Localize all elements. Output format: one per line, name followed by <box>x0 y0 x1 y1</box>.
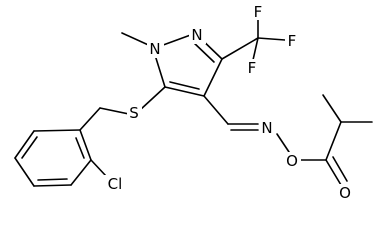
atom-f-bottom-label: F <box>248 59 257 77</box>
bond-ar4-ar5 <box>14 157 35 187</box>
atom-n2-label: N <box>191 26 202 44</box>
atom-o-ester-label: O <box>286 152 298 170</box>
bond-c4-ch <box>203 95 229 125</box>
atom-labels: N N F F F S Cl N <box>104 3 354 202</box>
bond-ar1-ar2 <box>79 129 92 161</box>
atom-f-bottom: F <box>245 59 259 77</box>
atom-o-ester: O <box>284 152 301 170</box>
bond-ar6-ar1 <box>33 129 81 132</box>
bond-ch2-aryl <box>79 107 101 131</box>
atom-f-top: F <box>251 3 265 21</box>
atom-o-carbonyl: O <box>337 184 354 202</box>
atom-f-right: F <box>285 32 299 50</box>
atom-n-oxime: N <box>259 119 275 137</box>
atom-s: S <box>127 104 142 122</box>
bond-n2-c3-double <box>191 40 215 63</box>
atom-cl-label: Cl <box>108 175 123 193</box>
bond-n-o <box>276 133 290 153</box>
bond-c4-c5 <box>164 86 205 97</box>
atom-f-top-label: F <box>254 3 263 21</box>
bond-carbonyl-c-o <box>325 159 342 186</box>
atom-n-oxime-label: N <box>261 119 272 137</box>
atom-n1-label: N <box>149 40 160 58</box>
bonds <box>14 16 373 187</box>
bond-ar3-ar4 <box>33 184 72 187</box>
bond-carbonyl-c-ch <box>325 121 342 161</box>
bond-c4-c5-double <box>169 81 200 90</box>
atom-o-carbonyl-label: O <box>339 184 351 202</box>
bond-c3-cf3 <box>221 37 259 60</box>
bond-c5-n1 <box>154 54 166 88</box>
bond-carbonyl-c-o-double <box>332 156 348 182</box>
atom-s-label: S <box>129 104 139 122</box>
bond-ar5-ar6 <box>14 130 35 159</box>
bond-c5-s <box>139 86 166 111</box>
atom-cl: Cl <box>104 175 126 193</box>
atom-f-right-label: F <box>288 32 297 50</box>
bond-s-ch2 <box>99 107 130 115</box>
atom-n1: N <box>147 40 164 58</box>
bond-cf3-f-right <box>257 37 286 41</box>
bond-ch-methyl-a <box>322 94 342 123</box>
bond-ar2-ar3 <box>70 159 92 186</box>
bond-c3-c4 <box>203 58 223 97</box>
bond-ar3-ar4-inner <box>37 178 68 181</box>
atom-n2: N <box>189 26 206 44</box>
bond-ar5-ar6-inner <box>21 136 38 159</box>
bond-ar2-cl <box>90 159 107 177</box>
bond-ar1-ar2-inner <box>75 137 85 159</box>
chemical-structure: N N F F F S Cl N <box>14 3 373 202</box>
bond-cf3-f-bottom <box>252 37 259 61</box>
